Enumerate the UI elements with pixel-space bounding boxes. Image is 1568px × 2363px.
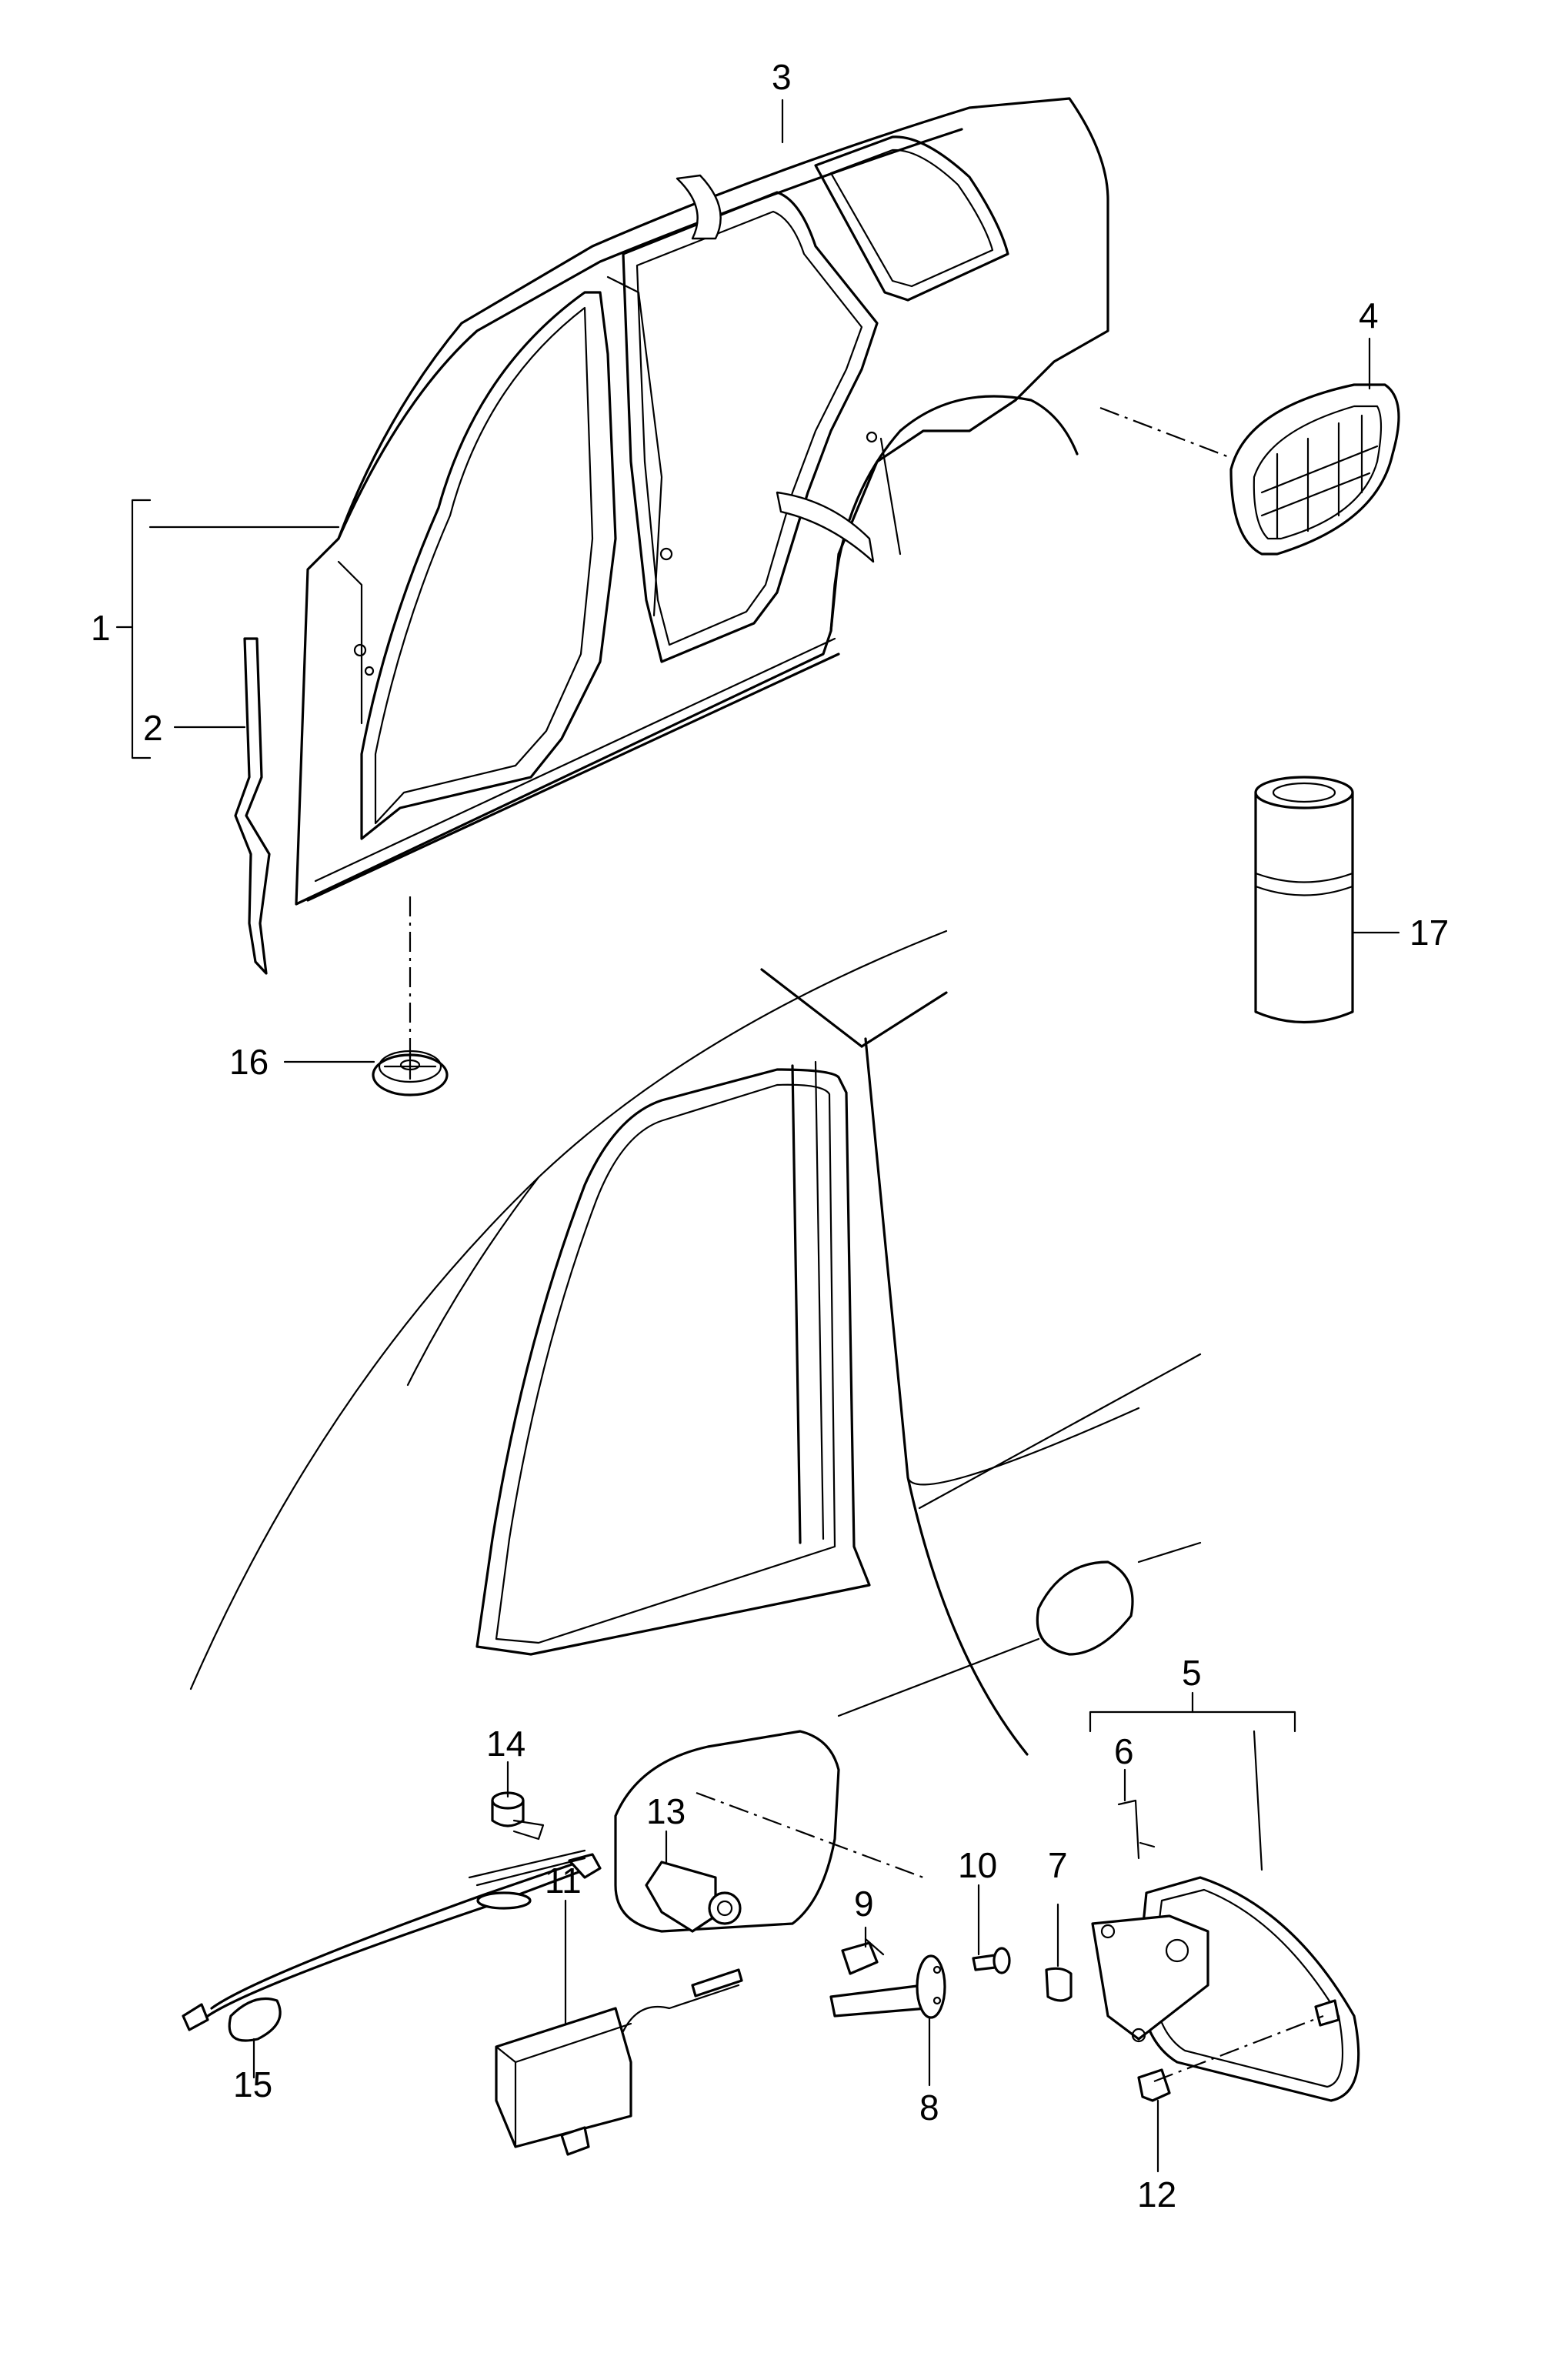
callout-4: 4 (1359, 295, 1379, 335)
callout-9: 9 (854, 1884, 874, 1924)
callout-1: 1 (91, 608, 111, 648)
bump-stop-part-7 (1045, 1967, 1073, 2002)
callout-5: 5 (1182, 1653, 1202, 1693)
actuator-box-part-11 (495, 1968, 743, 2156)
fuel-housing-part-13 (614, 1730, 840, 1933)
sealing-strip-part-2 (234, 637, 271, 975)
spring-part-6 (1117, 1799, 1156, 1860)
vent-grille-part-4 (1229, 383, 1400, 556)
release-cable-part-15 (182, 1849, 602, 2042)
dash-line-vent (1099, 406, 1232, 459)
callout-15: 15 (233, 2064, 272, 2104)
dash-line-housing (696, 1791, 924, 1879)
callout-17: 17 (1410, 913, 1449, 953)
callout-11: 11 (545, 1861, 582, 1901)
paint-can-part-17 (1254, 776, 1354, 1024)
screw-part-14 (491, 1791, 545, 1841)
callout-6: 6 (1114, 1731, 1134, 1771)
cap-part-12 (1137, 2068, 1171, 2102)
callout-3: 3 (772, 57, 792, 97)
callout-7: 7 (1048, 1845, 1068, 1885)
callout-8: 8 (919, 2088, 939, 2128)
locking-pin-part-8 (829, 1954, 946, 2019)
side-panel-illustration (295, 97, 1109, 906)
vehicle-outline (189, 930, 1202, 1756)
screw-part-10 (972, 1947, 1011, 1974)
callout-10: 10 (958, 1845, 997, 1885)
callout-16: 16 (229, 1042, 269, 1082)
leader-lines (115, 98, 1400, 2173)
callout-14: 14 (486, 1724, 525, 1764)
callout-13: 13 (646, 1791, 686, 1831)
fuel-flap-part-5 (1091, 1876, 1360, 2102)
callout-labels: 1 2 3 4 5 6 7 8 9 10 11 12 13 14 15 16 1… (91, 57, 1449, 2214)
clip-part-9 (841, 1937, 885, 1975)
callout-2: 2 (143, 708, 163, 748)
callout-12: 12 (1137, 2174, 1176, 2214)
dash-line-cap (1153, 2014, 1324, 2083)
